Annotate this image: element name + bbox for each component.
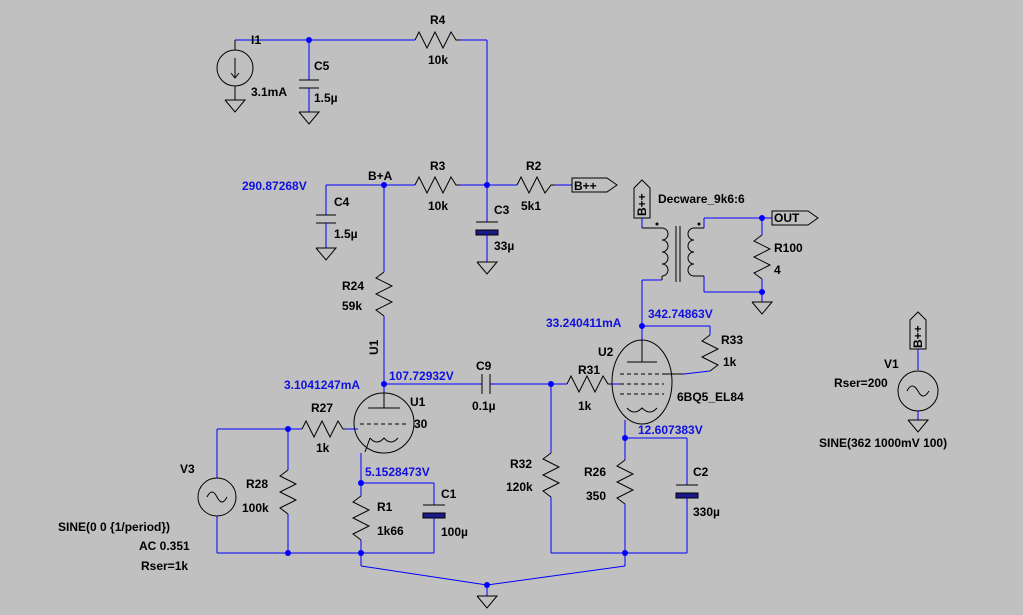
- node-ground-rail: [285, 550, 291, 556]
- label-r24: R24: [342, 279, 364, 293]
- current-u1-plate: 3.1041247mA: [284, 378, 360, 392]
- resistor-r28[interactable]: [278, 469, 298, 515]
- label-c9: C9: [476, 359, 492, 373]
- resistor-r27[interactable]: [301, 419, 345, 439]
- label-r32: R32: [510, 457, 532, 471]
- value-r28: 100k: [242, 501, 269, 515]
- value-c9: 0.1µ: [472, 399, 496, 413]
- label-r33: R33: [721, 333, 743, 347]
- voltage-source-v1[interactable]: [897, 370, 939, 412]
- resistor-r2[interactable]: [516, 175, 555, 195]
- capacitor-c1[interactable]: [422, 504, 446, 519]
- triode-u1[interactable]: [353, 392, 415, 454]
- value-r26: 350: [586, 489, 606, 503]
- capacitor-c2[interactable]: [675, 484, 699, 499]
- value-c4: 1.5µ: [334, 227, 358, 241]
- value-r3: 10k: [428, 199, 448, 213]
- capacitor-c3[interactable]: [475, 185, 499, 275]
- value-r33: 1k: [723, 355, 737, 369]
- value-r31: 1k: [578, 399, 592, 413]
- ground-symbol: [751, 301, 774, 315]
- flag-v1-bplus: B++: [911, 325, 925, 348]
- node-r100-gnd: [759, 289, 765, 295]
- flag-bplus-plus: B++: [574, 179, 597, 193]
- label-u1: U1: [410, 395, 426, 409]
- label-r4: R4: [430, 13, 446, 27]
- label-r100: R100: [774, 241, 803, 255]
- value-i1: 3.1mA: [251, 85, 287, 99]
- value-c3: 33µ: [494, 239, 514, 253]
- ground-symbol: [476, 595, 499, 609]
- resistor-r4[interactable]: [414, 30, 460, 50]
- resistor-r31[interactable]: [566, 374, 612, 394]
- spec-v1: SINE(362 1000mV 100): [819, 436, 947, 450]
- label-u2: U2: [598, 345, 614, 359]
- value-c5: 1.5µ: [314, 91, 338, 105]
- label-i1: I1: [251, 33, 261, 47]
- value-c1: 100µ: [441, 525, 468, 539]
- voltage-u1-plate: 107.72932V: [389, 369, 454, 383]
- voltage-u2-cathode: 12.607383V: [638, 423, 703, 437]
- label-bplus-a: B+A: [368, 169, 393, 183]
- label-transformer: Decware_9k6:6: [658, 192, 745, 206]
- spec-v3-line1: SINE(0 0 {1/period}): [58, 520, 170, 534]
- label-c2: C2: [693, 465, 709, 479]
- ground-symbol: [907, 419, 930, 433]
- label-c1: C1: [441, 487, 457, 501]
- voltage-u2-plate: 342.74863V: [648, 307, 713, 321]
- net-flag-bplus-plus-v1[interactable]: [909, 311, 927, 350]
- label-r27: R27: [311, 401, 333, 415]
- label-r26: R26: [584, 465, 606, 479]
- value-r27: 1k: [316, 441, 330, 455]
- label-c4: C4: [334, 195, 350, 209]
- voltage-u1-cathode: 5.1528473V: [365, 465, 430, 479]
- capacitor-c4[interactable]: [315, 185, 338, 261]
- resistor-r26[interactable]: [615, 459, 635, 505]
- voltage-bplus-a: 290.87268V: [242, 179, 307, 193]
- rser-v1: Rser=200: [834, 376, 888, 390]
- resistor-r32[interactable]: [541, 452, 561, 498]
- resistor-r100[interactable]: [752, 234, 772, 280]
- node-junction: [306, 37, 312, 43]
- value-r2: 5k1: [521, 199, 541, 213]
- value-r32: 120k: [506, 480, 533, 494]
- spec-v3-line2: AC 0.351: [139, 539, 190, 553]
- value-r4: 10k: [428, 53, 448, 67]
- label-v1: V1: [884, 357, 899, 371]
- spec-v3-line3: Rser=1k: [141, 559, 188, 573]
- capacitor-c9[interactable]: [481, 374, 491, 394]
- resistor-r1[interactable]: [351, 495, 371, 541]
- value-r100: 4: [774, 263, 781, 277]
- net-flag-bplus-plus[interactable]: [571, 177, 618, 193]
- current-source-i1[interactable]: [216, 39, 488, 185]
- model-u2: 6BQ5_EL84: [677, 390, 744, 404]
- capacitor-c5[interactable]: [298, 40, 321, 125]
- value-r1: 1k66: [377, 524, 404, 538]
- value-r24: 59k: [342, 299, 362, 313]
- label-r31: R31: [578, 363, 600, 377]
- label-r2: R2: [526, 159, 542, 173]
- pentode-u2[interactable]: [611, 339, 684, 425]
- net-flag-out[interactable]: [771, 210, 819, 226]
- flag-out: OUT: [774, 211, 800, 225]
- resistor-r3[interactable]: [414, 175, 460, 195]
- label-r3: R3: [430, 159, 446, 173]
- output-transformer[interactable]: [655, 222, 701, 283]
- value-c2: 330µ: [693, 505, 720, 519]
- model-u1: 30: [414, 417, 428, 431]
- resistor-r33[interactable]: [700, 334, 720, 372]
- flag-transformer-bplus: B++: [635, 193, 649, 216]
- label-c5: C5: [314, 59, 330, 73]
- voltage-source-v3[interactable]: [197, 477, 237, 517]
- resistor-r24[interactable]: [374, 271, 394, 317]
- net-flag-bplus-plus-transformer[interactable]: [633, 179, 651, 219]
- label-u1-rotated: U1: [367, 339, 381, 355]
- label-r1: R1: [377, 500, 393, 514]
- label-v3: V3: [180, 462, 195, 476]
- label-r28: R28: [246, 477, 268, 491]
- label-c3: C3: [494, 203, 510, 217]
- current-u2-plate: 33.240411mA: [546, 316, 622, 330]
